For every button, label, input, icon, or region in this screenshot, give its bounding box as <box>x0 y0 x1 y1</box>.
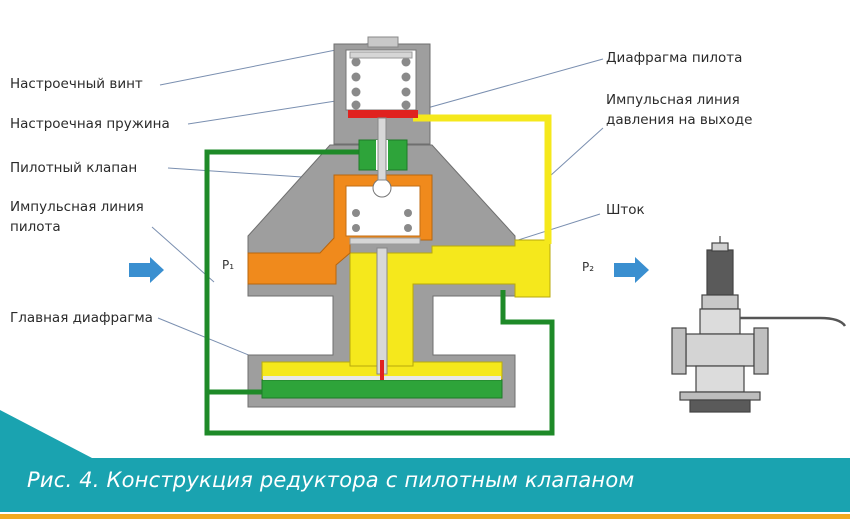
inlet-orange <box>247 174 433 285</box>
pilot-diaphragm <box>348 110 418 118</box>
caption-band: Рис. 4. Конструкция редуктора с пилотным… <box>0 458 850 512</box>
outlet-yellow <box>349 114 552 367</box>
figure-caption: Рис. 4. Конструкция редуктора с пилотным… <box>27 468 635 492</box>
label-adjust-screw: Настроечный винт <box>10 76 143 92</box>
label-p1: P₁ <box>222 258 235 272</box>
valve-illustration-icon <box>671 236 847 413</box>
label-adjust-spring: Настроечная пружина <box>10 116 170 132</box>
label-main-diaphragm: Главная диафрагма <box>10 310 153 326</box>
caption-triangle <box>0 410 92 458</box>
arrow-outlet-icon <box>614 257 649 283</box>
label-pilot-valve: Пилотный клапан <box>10 160 138 176</box>
main-stem <box>376 247 388 375</box>
label-pilot-impulse-line: Импульсная линия пилота <box>10 199 144 235</box>
pilot-stem <box>377 117 387 181</box>
arrow-inlet-icon <box>129 257 164 283</box>
label-outlet-impulse-line: Импульсная линия давления на выходе <box>606 92 753 128</box>
label-p2: P₂ <box>582 260 595 274</box>
pilot-impulse-line <box>204 149 555 436</box>
caption-gold-stripe <box>0 514 850 519</box>
label-stem: Шток <box>606 202 645 218</box>
label-pilot-diaphragm: Диафрагма пилота <box>606 50 743 66</box>
